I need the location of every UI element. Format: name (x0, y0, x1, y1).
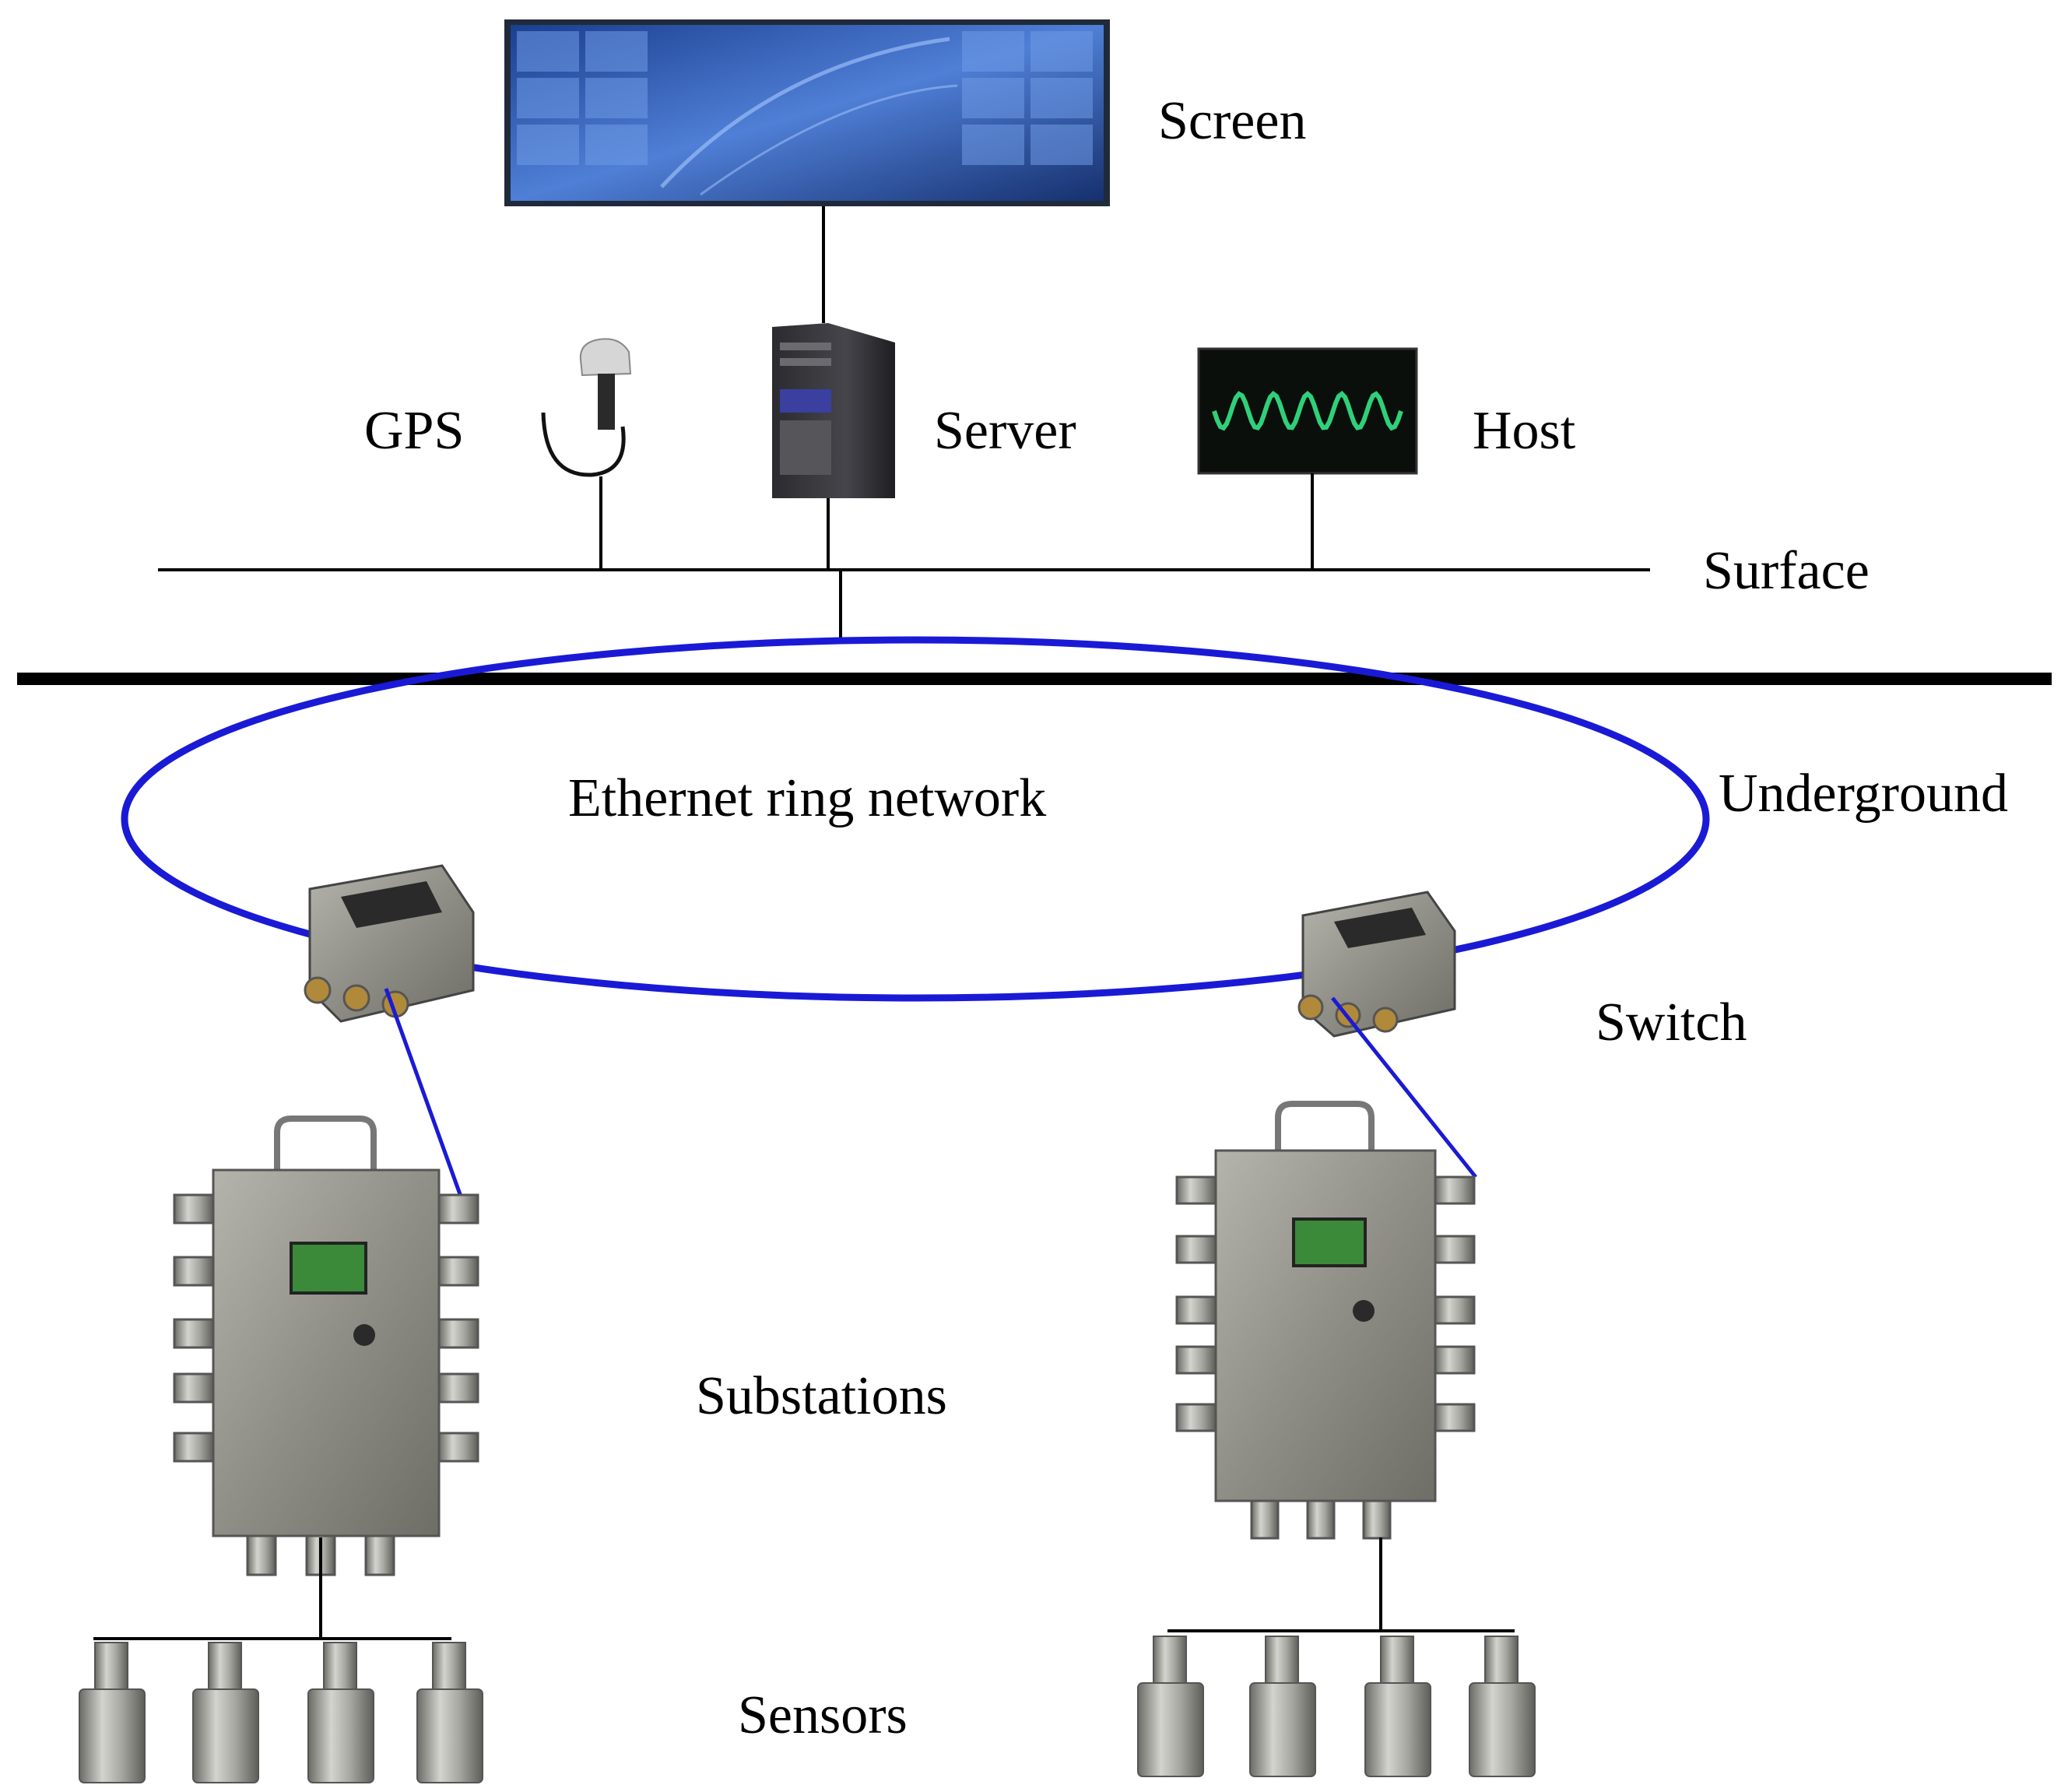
sensor-icon (307, 1642, 374, 1783)
sensor-group-left (79, 1642, 483, 1783)
host-label: Host (1473, 401, 1576, 461)
server-tower-icon (772, 323, 895, 498)
sensor-icon (79, 1642, 146, 1783)
sensor-icon (416, 1642, 483, 1783)
sensor-icon (1364, 1636, 1431, 1777)
switch-label: Switch (1596, 993, 1747, 1052)
gps-antenna-icon (541, 338, 632, 477)
surface-label: Surface (1703, 541, 1870, 601)
sensor-group-right (1137, 1636, 1536, 1777)
industrial-switch-icon (1297, 891, 1456, 1038)
sensor-icon (1137, 1636, 1204, 1777)
sensors-label: Sensors (738, 1685, 908, 1745)
substations-label: Substations (696, 1366, 947, 1426)
substation-enclosure-icon (173, 1116, 479, 1576)
sensor-icon (1469, 1636, 1536, 1777)
industrial-switch-icon (304, 864, 475, 1023)
ring-label: Ethernet ring network (568, 768, 1046, 828)
monitor-waveform-icon (1197, 347, 1418, 475)
substation-enclosure-icon (1175, 1101, 1476, 1540)
sensor-icon (192, 1642, 259, 1783)
screen-label: Screen (1158, 91, 1306, 151)
underground-label: Underground (1719, 764, 2008, 824)
server-label: Server (934, 401, 1076, 461)
video-wall-icon (504, 19, 1110, 206)
sensor-icon (1249, 1636, 1316, 1777)
gps-label: GPS (364, 401, 464, 461)
ethernet-ring (121, 636, 1710, 1002)
